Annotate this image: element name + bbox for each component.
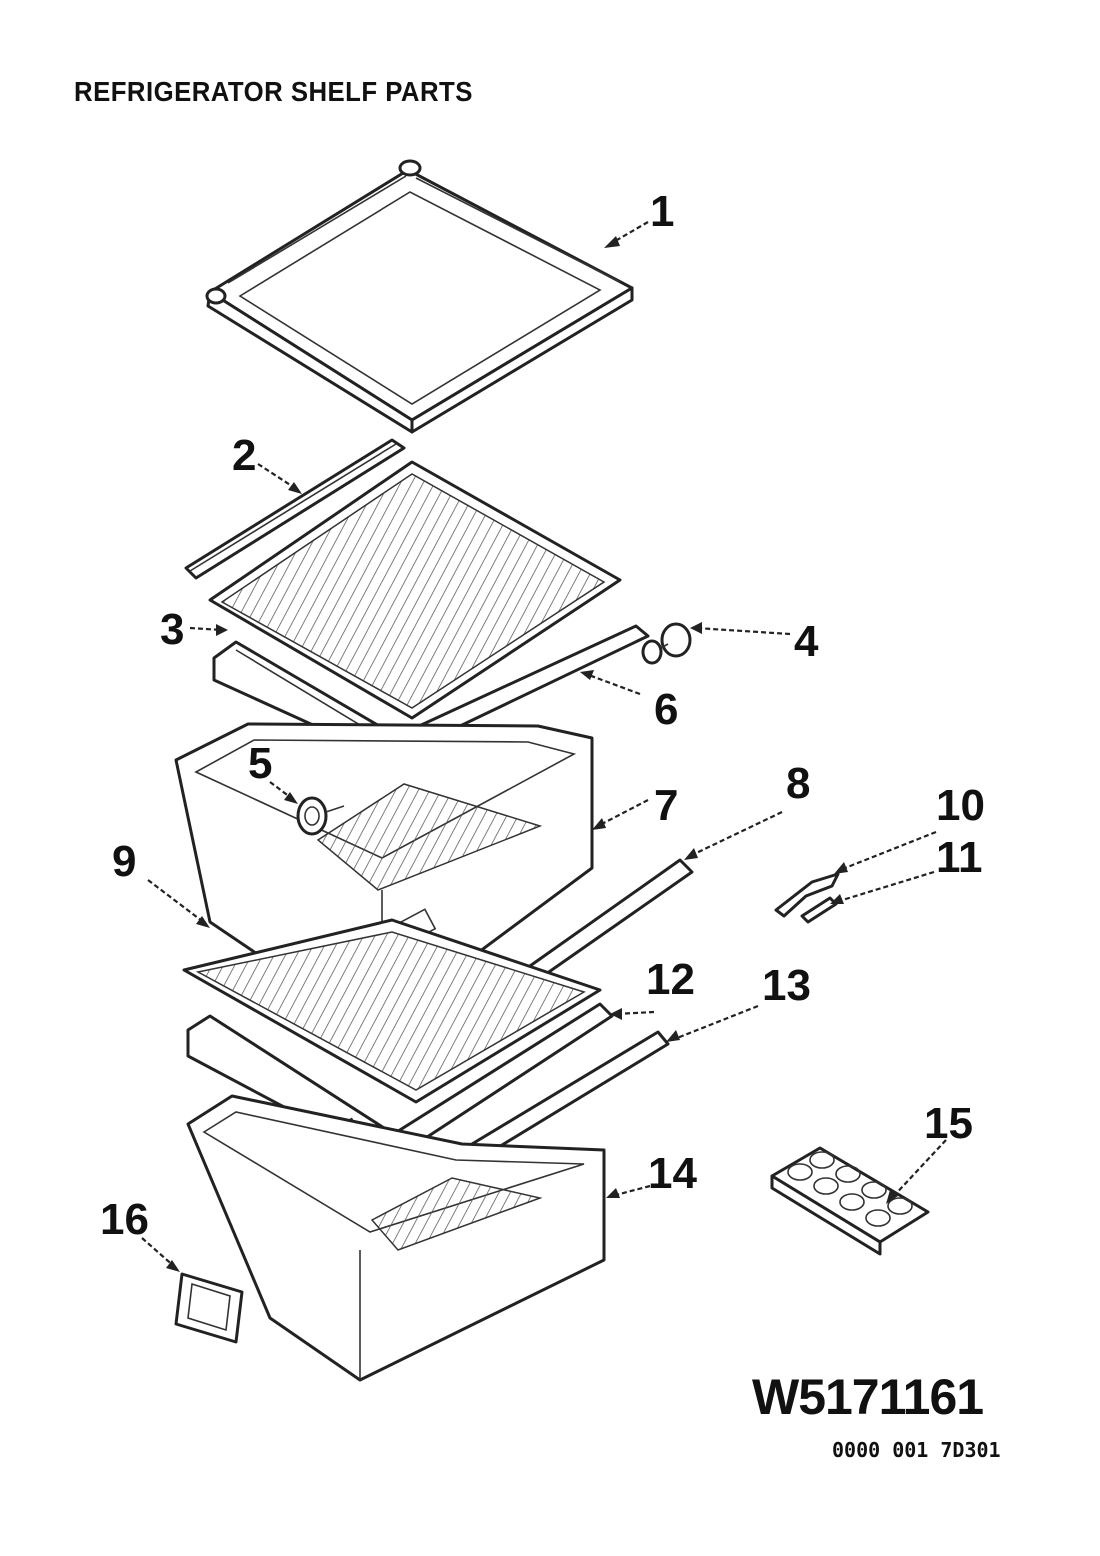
callout-11: 11 [936,833,983,882]
callout-3: 3 [160,605,185,654]
callout-7: 7 [654,781,679,830]
callout-16: 16 [100,1195,149,1244]
callout-14: 14 [648,1149,697,1198]
model-number: W5171161 [752,1369,984,1425]
diagram-code: 0000 001 7D301 [832,1438,1001,1462]
diagram-title: REFRIGERATOR SHELF PARTS [74,76,473,107]
callout-1: 1 [650,187,675,236]
part-2-trim-strip [184,438,406,580]
callout-6: 6 [654,685,679,734]
callout-13: 13 [762,961,811,1010]
part-14-lower-drawer [186,1094,606,1382]
callout-15: 15 [924,1099,973,1148]
part-1-glass-shelf [205,159,634,434]
leader-lines [141,221,947,1272]
callout-12: 12 [646,955,695,1004]
part-16-clip [174,1272,244,1344]
part-5-roller [296,796,345,836]
callout-9: 9 [112,837,137,886]
callout-2: 2 [232,431,257,480]
part-10-bracket [774,872,840,918]
callout-8: 8 [786,759,811,808]
callout-10: 10 [936,781,985,830]
part-11-pin [800,896,838,924]
callout-5: 5 [248,739,273,788]
callout-4: 4 [794,617,819,666]
part-15-egg-tray [770,1146,930,1256]
part-4-end-cap [641,622,692,665]
